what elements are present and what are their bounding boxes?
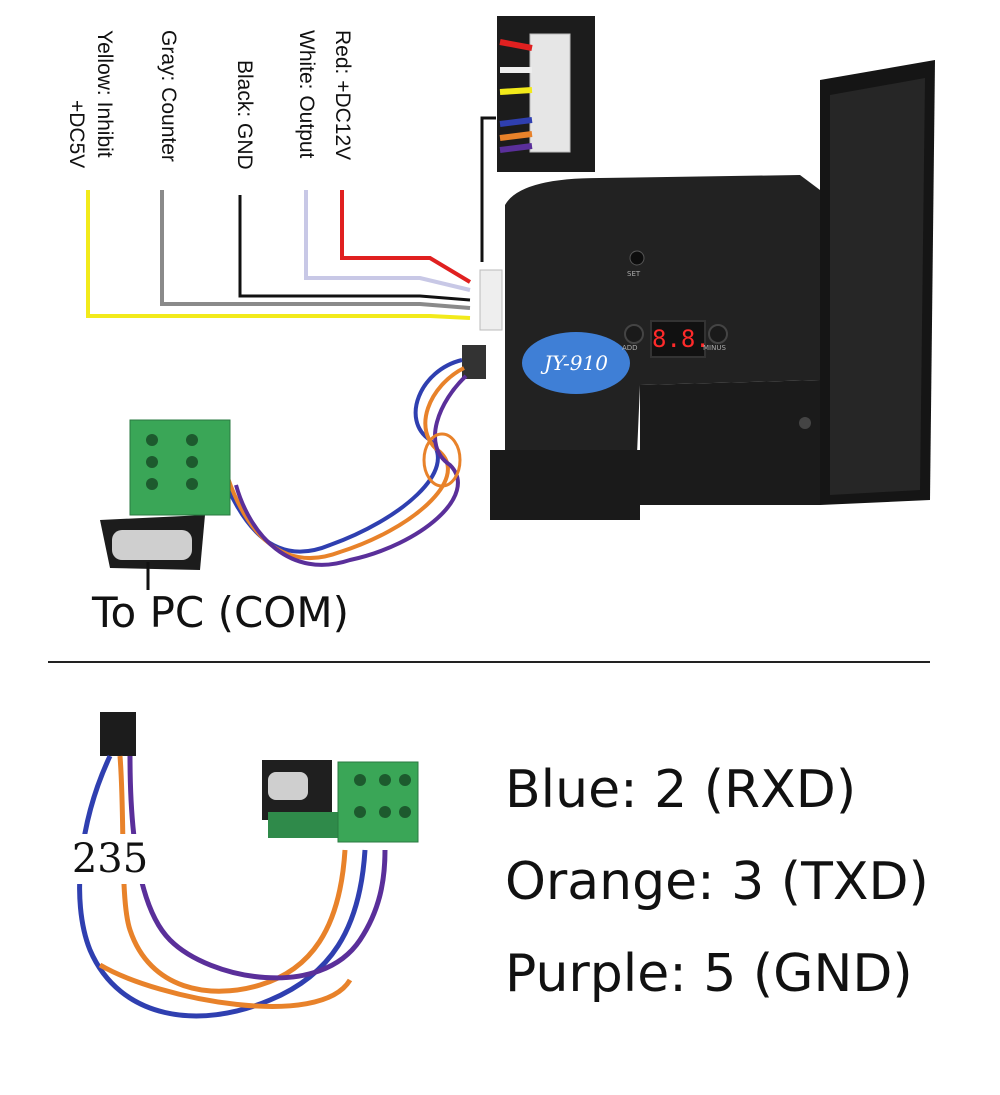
to-pc-label: To PC (COM) (92, 588, 349, 637)
coin-acceptor-device (462, 60, 935, 520)
yellow-wire-label: Yellow: Inhibit (93, 30, 116, 158)
device-logo: JY-910 (522, 332, 630, 394)
red-wire-label: Red: +DC12V (331, 30, 354, 161)
gray-wire-label: Gray: Counter (157, 30, 180, 162)
section-divider (48, 661, 930, 663)
wiring-diagram-top (86, 16, 935, 590)
gray-wire-leader (160, 190, 471, 310)
black-wire-label: Black: GND (233, 60, 256, 170)
orange-loop (98, 962, 353, 1009)
led-display: 8.8. (650, 320, 710, 358)
white-wire-label: White: Output (295, 30, 318, 159)
minus-button-label: MINUS (703, 344, 726, 352)
orange-cable (226, 366, 465, 560)
minus-button[interactable] (708, 324, 728, 344)
yellow-wire-leader (86, 190, 471, 320)
blue-pin-legend: Blue: 2 (RXD) (505, 760, 857, 820)
red-wire-leader (340, 190, 472, 284)
purple-pin-legend: Purple: 5 (GND) (505, 944, 913, 1004)
cable-pin-numbers: 235 (62, 834, 158, 884)
purple-cable (234, 374, 468, 567)
add-button-label: ADD (622, 344, 638, 352)
db9-connector (100, 419, 231, 570)
add-button[interactable] (624, 324, 644, 344)
orange-pin-legend: Orange: 3 (TXD) (505, 852, 929, 912)
white-wire-leader (304, 190, 471, 292)
db9-terminal-adapter (262, 760, 419, 843)
connector-inset-photo (497, 16, 595, 172)
black-wire-leader (238, 195, 471, 302)
inset-pointer-line (480, 116, 496, 262)
set-button-label: SET (627, 270, 641, 278)
yellow-wire-voltage-label: +DC5V (65, 100, 88, 169)
